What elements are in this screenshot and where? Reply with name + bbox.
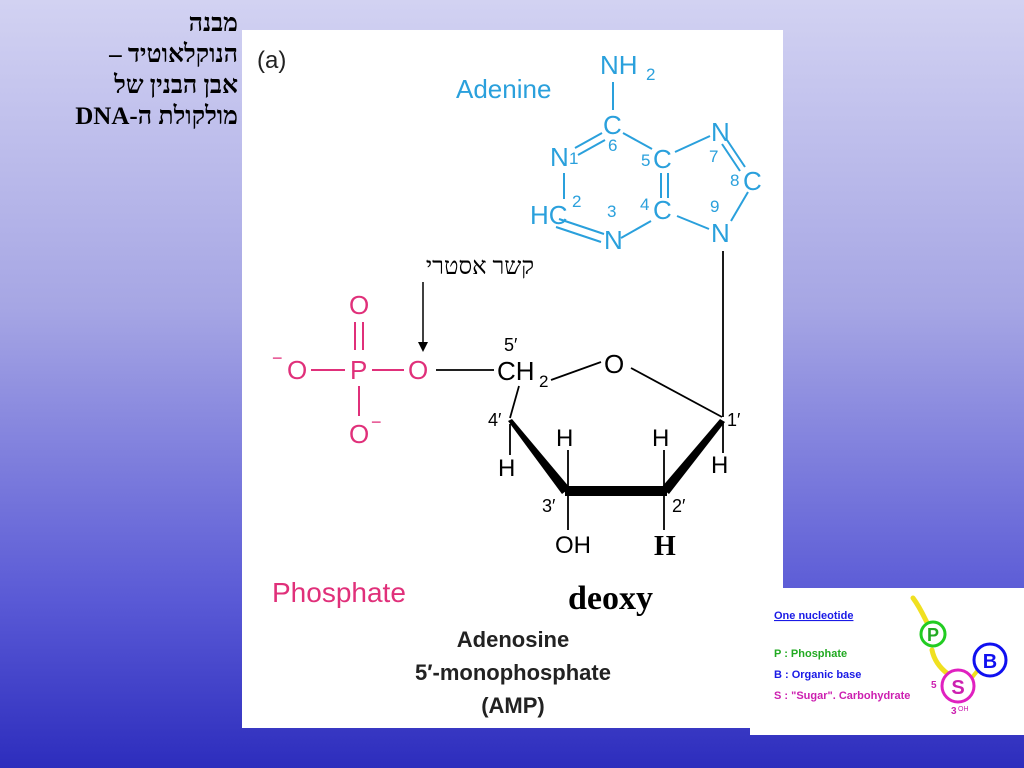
phosphate-group: O − O P O O − Phosphate — [272, 290, 428, 608]
atom-n7-num: 7 — [709, 147, 718, 166]
legend-item-base: B : Organic base — [774, 669, 861, 681]
atom-c4: C — [653, 195, 672, 225]
ester-bond-label: קשר אסטרי — [426, 254, 534, 280]
legend-sugar-circle — [940, 668, 976, 704]
phosphate-label: Phosphate — [272, 577, 406, 608]
deoxy-hydrogen: H — [654, 531, 676, 562]
legend-item-sugar: S : "Sugar". Carbohydrate — [774, 690, 910, 702]
atom-c2: HC — [530, 200, 568, 230]
atom-c6-num: 6 — [608, 136, 617, 155]
atom-oh: OH — [555, 532, 591, 559]
atom-o-bridge: O — [408, 355, 428, 385]
phosphate-bonds — [311, 322, 404, 416]
atom-n9-num: 9 — [710, 197, 719, 216]
title-line-3: אבן הבנין של — [114, 72, 238, 99]
legend-phosphate-circle — [919, 620, 947, 648]
legend-num-3: 3 — [951, 706, 957, 717]
title-line-4: מולקולת ה-DNA — [75, 103, 238, 130]
atom-h-c3-up: H — [556, 425, 573, 452]
atom-c6: C — [603, 110, 622, 140]
nucleotide-legend-svg: One nucleotide P : Phosphate B : Organic… — [774, 595, 1008, 717]
amp-structure-svg: (a) Adenine NH 2 C 6 N 1 5 C N 7 8 C HC … — [257, 47, 762, 718]
slide-title: מבנה הנוקלאוטיד – אבן הבנין של מולקולת ה… — [6, 8, 238, 132]
label-c5-prime: 5′ — [504, 335, 518, 355]
legend-phosphate-symbol: P — [927, 625, 939, 645]
atom-c8: C — [743, 166, 762, 196]
atom-h-c4-down: H — [498, 455, 515, 482]
label-c1-prime: 1′ — [727, 410, 741, 430]
amp-structure-figure: (a) Adenine NH 2 C 6 N 1 5 C N 7 8 C HC … — [242, 30, 783, 728]
atom-c2-num: 2 — [572, 192, 581, 211]
legend-num-5: 5 — [931, 680, 937, 691]
caption-line-1: Adenosine — [457, 627, 569, 652]
adenine-group: Adenine NH 2 C 6 N 1 5 C N 7 8 C HC 2 3 … — [456, 50, 762, 255]
amine-nh: NH — [600, 50, 638, 80]
sugar-bonds — [436, 251, 724, 530]
charge-bottom: − — [371, 412, 382, 432]
atom-c8-num: 8 — [730, 171, 739, 190]
atom-n3: N — [604, 225, 623, 255]
ester-bond-arrowhead — [418, 342, 428, 352]
atom-p: P — [350, 355, 367, 385]
atom-n1: N — [550, 142, 569, 172]
caption-line-3: (AMP) — [481, 693, 545, 718]
amp-caption: Adenosine 5′-monophosphate (AMP) — [415, 627, 611, 718]
legend-item-phosphate: P : Phosphate — [774, 648, 847, 660]
panel-label: (a) — [257, 47, 286, 74]
atom-h-c2-up: H — [652, 425, 669, 452]
amine-subscript: 2 — [646, 65, 655, 84]
atom-n3-num: 3 — [607, 202, 616, 221]
sugar-bold-edge-right — [661, 419, 725, 494]
sugar-bold-edge-left — [508, 419, 570, 494]
legend-sugar-symbol: S — [951, 677, 964, 699]
label-c4-prime: 4′ — [488, 410, 502, 430]
atom-ring-o: O — [604, 349, 624, 379]
atom-c5-num: 5 — [641, 151, 650, 170]
atom-h-c1-down: H — [711, 452, 728, 479]
sugar-bold-edge-bottom — [565, 486, 667, 496]
legend-oh: OH — [958, 706, 969, 713]
atom-c4-num: 4 — [640, 195, 649, 214]
label-c3-prime: 3′ — [542, 496, 556, 516]
label-c2-prime: 2′ — [672, 496, 686, 516]
atom-o-top: O — [349, 290, 369, 320]
charge-left: − — [272, 348, 283, 368]
sugar-group: 5′ CH 2 O 4′ 1′ H H H H 3′ 2′ OH — [488, 335, 741, 559]
atom-n1-num: 1 — [569, 149, 578, 168]
legend-base-symbol: B — [983, 651, 997, 673]
legend-base-circle — [972, 642, 1008, 678]
atom-c5: C — [653, 144, 672, 174]
atom-o-bottom: O — [349, 419, 369, 449]
adenine-label: Adenine — [456, 74, 551, 104]
nucleotide-legend: One nucleotide P : Phosphate B : Organic… — [750, 588, 1024, 735]
atom-n7: N — [711, 117, 730, 147]
caption-line-2: 5′-monophosphate — [415, 660, 611, 685]
adenine-bonds — [555, 82, 749, 243]
deoxy-label: deoxy — [568, 580, 653, 617]
legend-title: One nucleotide — [774, 610, 853, 622]
title-line-2: הנוקלאוטיד – — [109, 41, 238, 68]
atom-ch2: CH — [497, 356, 535, 386]
atom-o-left: O — [287, 355, 307, 385]
atom-ch2-sub: 2 — [539, 372, 548, 391]
atom-n9: N — [711, 218, 730, 248]
title-line-1: מבנה — [188, 10, 238, 37]
